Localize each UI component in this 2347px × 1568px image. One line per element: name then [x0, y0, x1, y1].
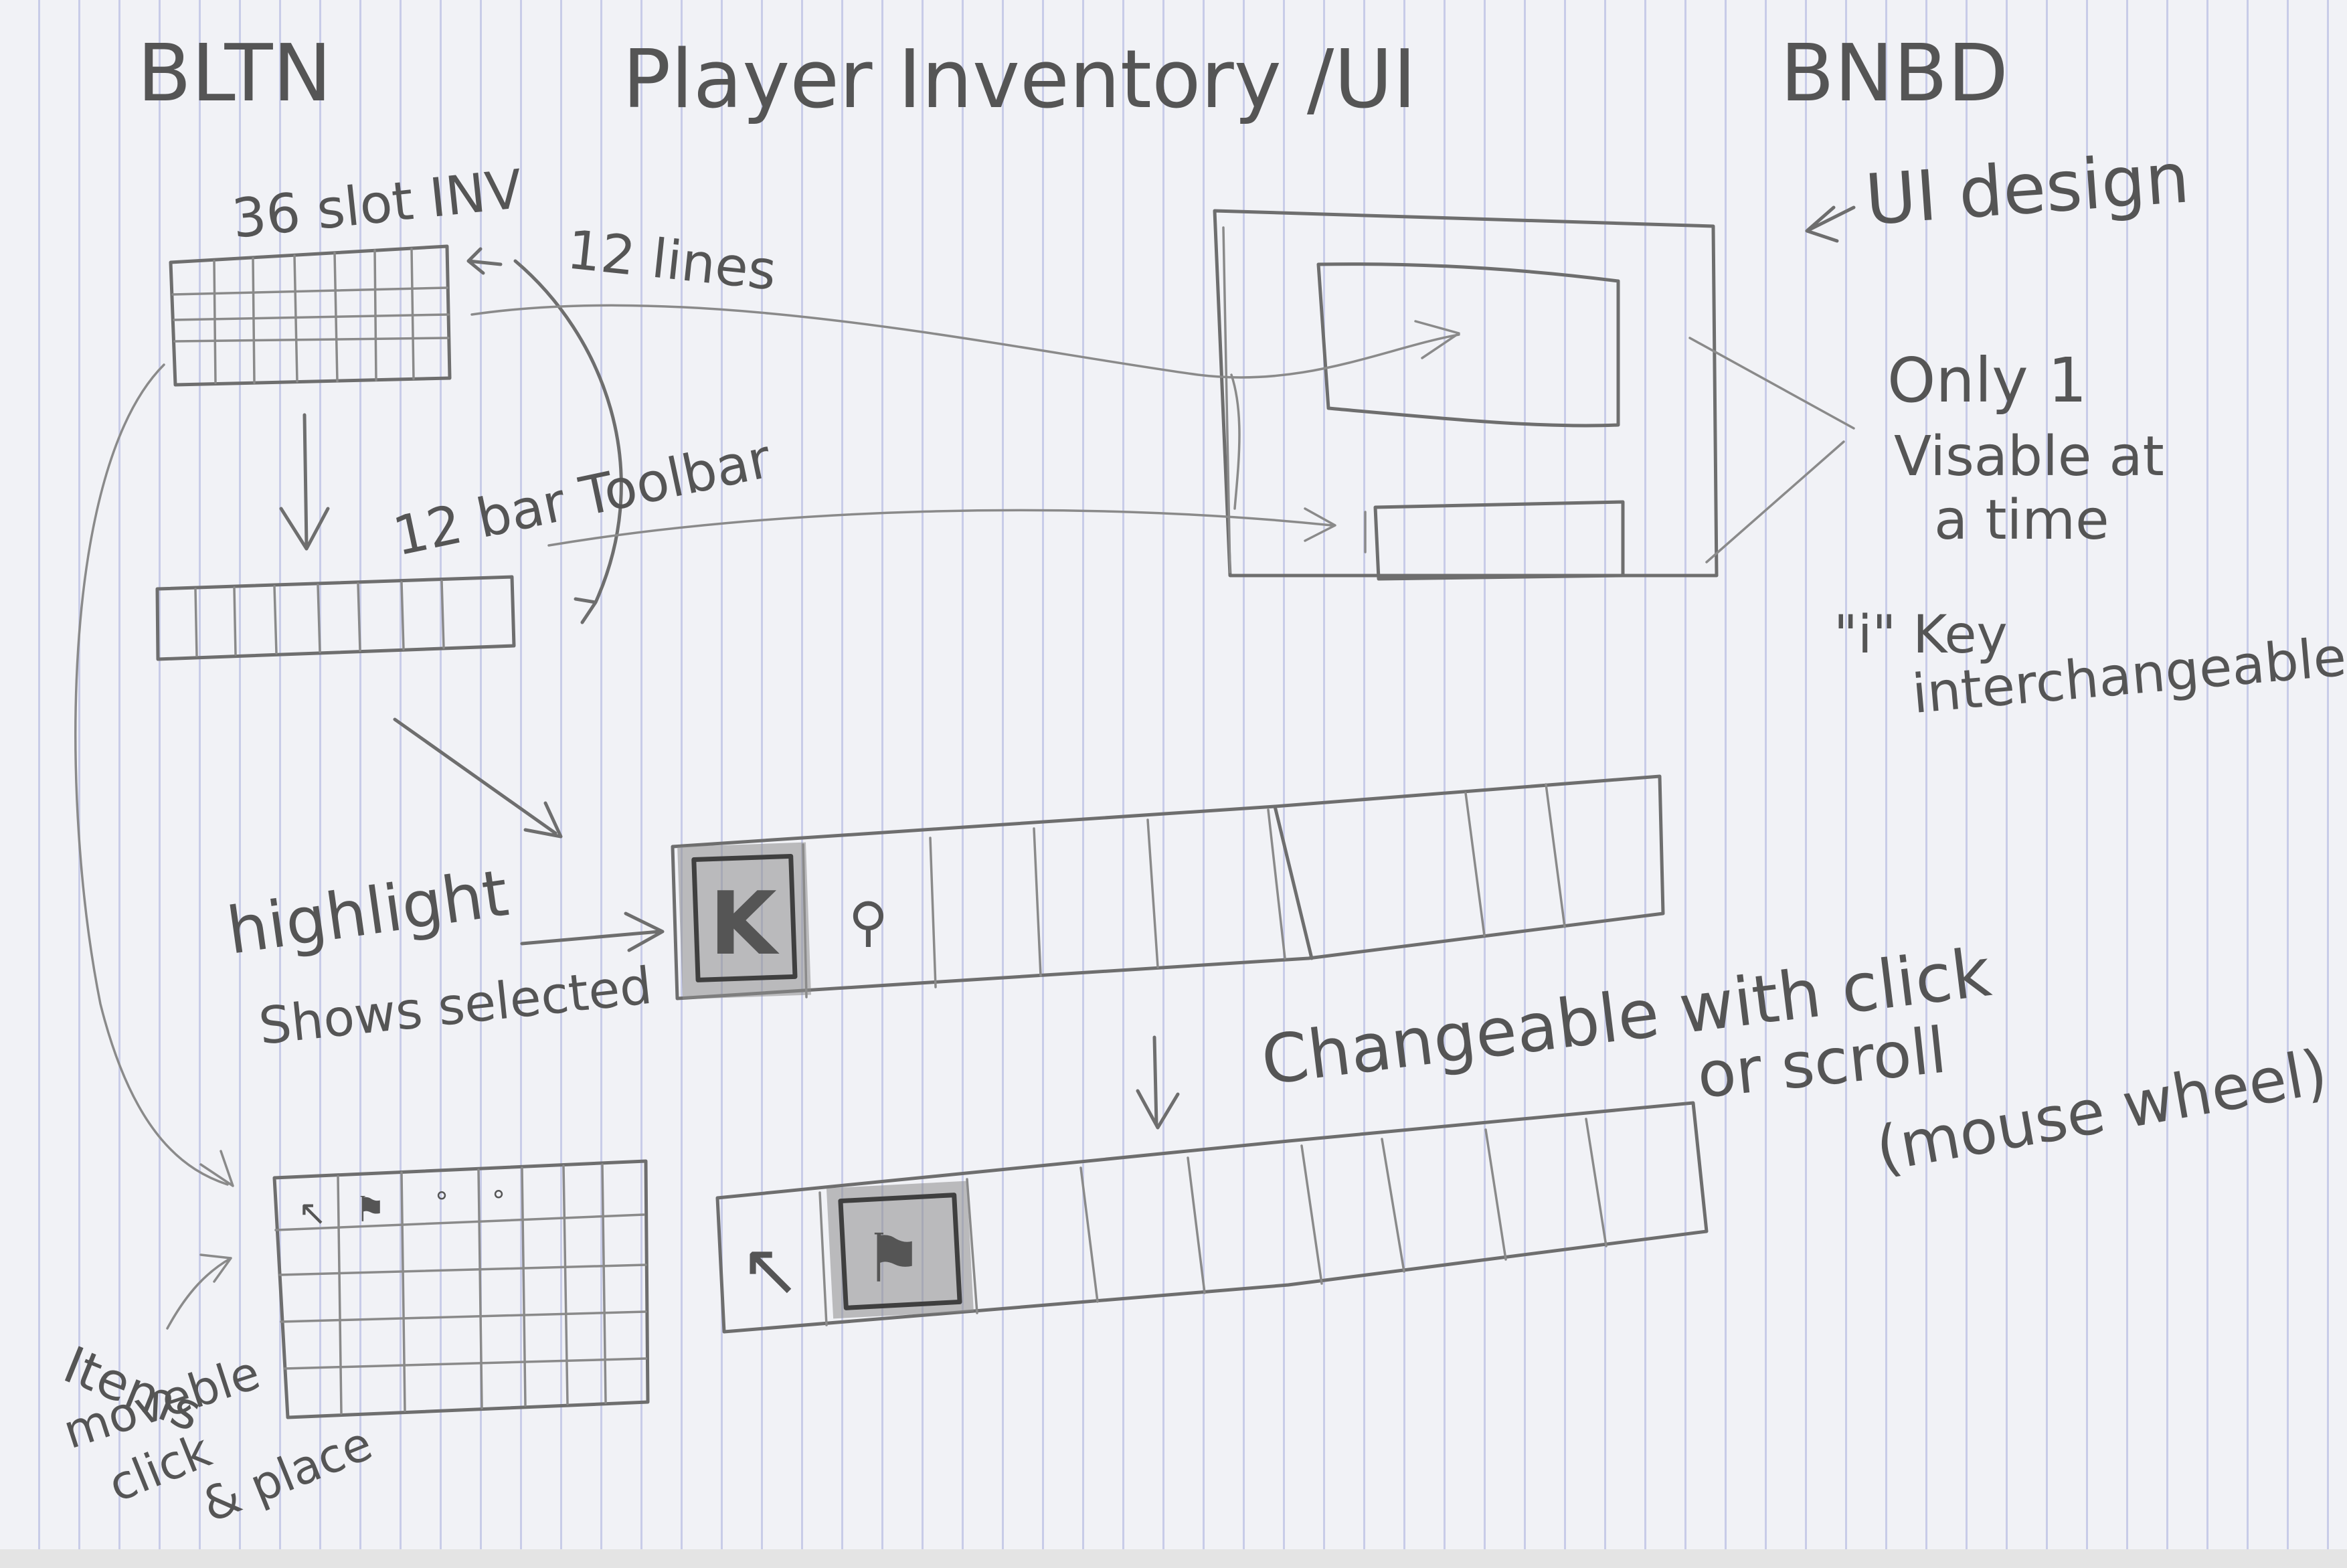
grid-slot-glyph-4: ° [492, 1186, 505, 1217]
lines-arrow-icon [466, 247, 503, 275]
items-note: Items moveble click & place [56, 1334, 379, 1533]
grid-slot-glyph-2: ⚑ [355, 1190, 386, 1230]
highlight-line-2: Shows selected [256, 956, 655, 1056]
change-note: Changeable with click or scroll (mouse w… [1257, 933, 2333, 1186]
changed-first-slot-glyph: ↖ [740, 1227, 801, 1312]
hotbar-selected [671, 774, 1665, 1000]
highlight-line-1: highlight [223, 855, 513, 969]
down-arrow-icon [279, 413, 330, 551]
items-arrow-icon [166, 1253, 232, 1330]
note-line-3: a time [1934, 489, 2109, 552]
inventory-to-screen-arrow [470, 304, 1460, 379]
highlight-arrow-icon [520, 911, 665, 952]
ui-design-arrow-icon [1805, 205, 1856, 243]
diagonal-arrow-icon [393, 717, 563, 839]
page-title: Player Inventory /UI [622, 33, 1417, 126]
selected-slot-highlight [677, 842, 811, 1000]
ui-design-label: UI design [1862, 137, 2192, 241]
long-curved-arrow-icon [74, 363, 234, 1187]
highlight-note: highlight Shows selected [223, 855, 655, 1056]
change-down-arrow-icon [1136, 1035, 1180, 1130]
note-line-1: Only 1 [1887, 345, 2087, 416]
toolbar-small [155, 575, 516, 661]
second-slot-item-glyph: ⚲ [849, 891, 888, 953]
toolbar-label: 12 bar Toolbar [388, 427, 776, 568]
paper-bottom-edge [0, 1549, 2347, 1568]
hotbar-changed [715, 1101, 1709, 1334]
items-line-4: & place [195, 1415, 380, 1533]
curved-arrow-icon [513, 259, 623, 624]
toolbar-to-screen-arrow [547, 507, 1336, 547]
inventory-label: 36 slot INV [229, 158, 525, 250]
grid-slot-glyph-1: ↖ [298, 1193, 327, 1233]
visibility-note: Only 1 Visable at a time "i" Key interch… [1834, 345, 2347, 725]
grid-slot-glyph-3: ° [435, 1187, 448, 1218]
ui-design-screen [1213, 209, 1719, 581]
note-pointer-lines [1688, 337, 1855, 563]
header-left-tag: BLTN [137, 27, 332, 119]
note-line-2: Visable at [1894, 425, 2164, 489]
selected-slot-item-glyph: K [709, 873, 780, 974]
key-note-line-1: "i" Key [1834, 605, 2008, 665]
changed-selected-slot-highlight [826, 1181, 974, 1319]
header-right-tag: BNBD [1780, 27, 2008, 119]
inventory-grid [272, 1159, 650, 1419]
inventory-small-grid [169, 244, 452, 387]
inventory-lines-label: 12 lines [564, 218, 779, 302]
changed-selected-slot-glyph: ⚑ [863, 1219, 924, 1298]
